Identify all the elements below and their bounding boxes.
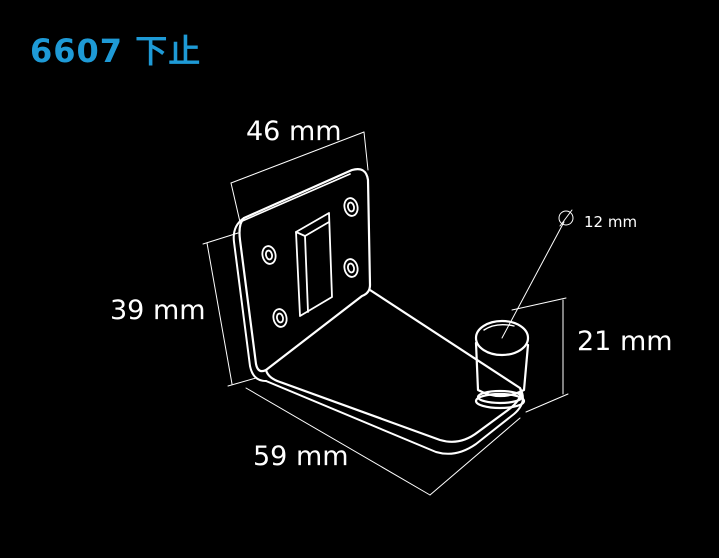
page-title: 6607 下止 [30,32,202,70]
vertical-plate-edge [232,217,267,382]
vertical-plate [238,168,372,373]
height-dimension-label: 39 mm [110,295,206,326]
length-dimension-label: 59 mm [253,441,349,472]
adjustment-slot [295,212,333,317]
mounting-holes [261,197,359,328]
width-dimension-label: 46 mm [246,116,342,147]
roller-diameter-dimension-label: 12 mm [584,213,638,231]
roller-height-dimension-label: 21 mm [577,326,673,357]
roller-stopper [474,319,530,410]
